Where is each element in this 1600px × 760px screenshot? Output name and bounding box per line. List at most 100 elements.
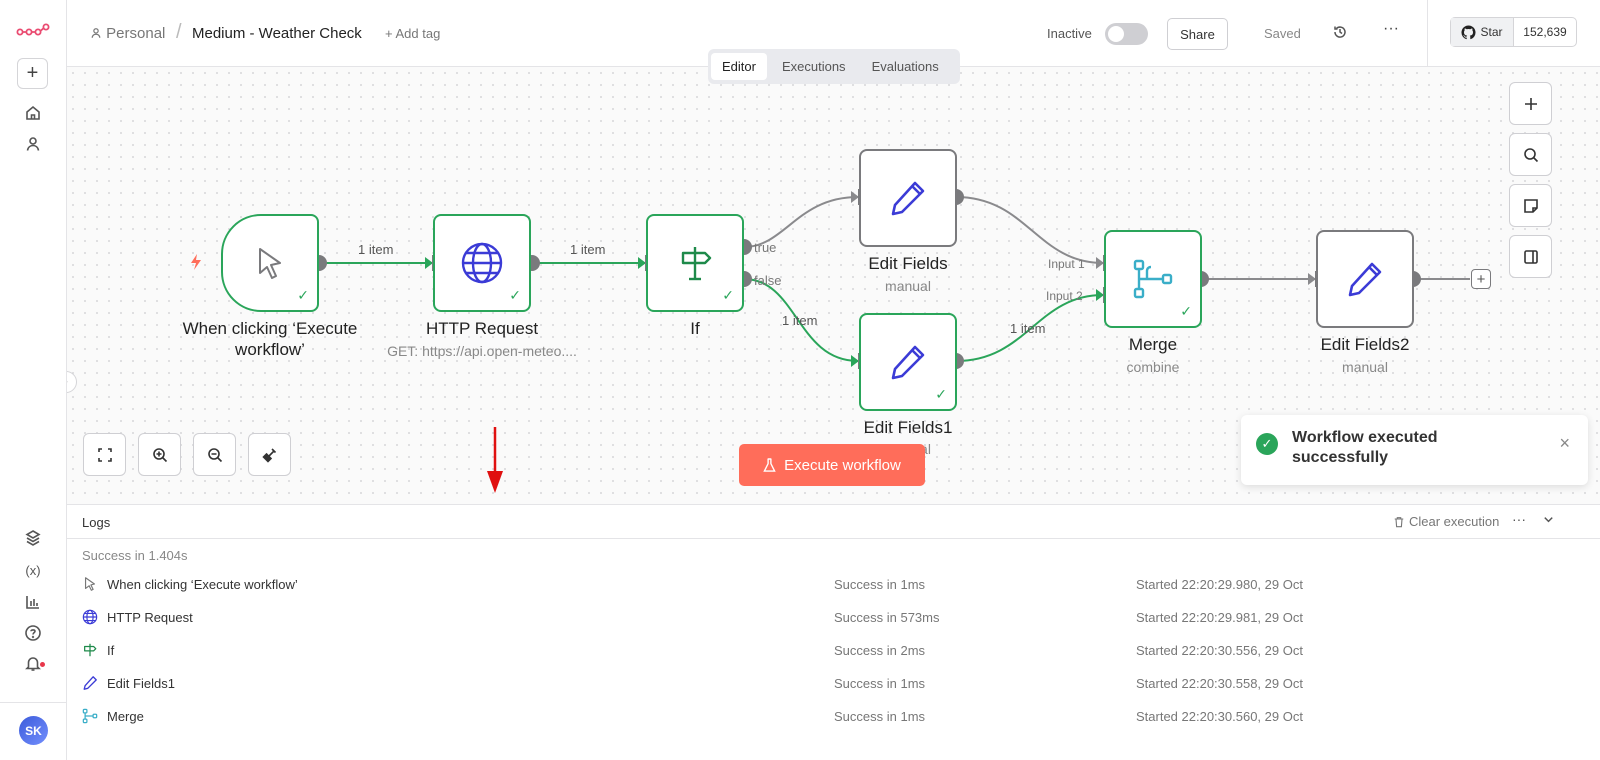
edge-label: 1 item: [570, 242, 606, 257]
tidy-up-button[interactable]: [248, 433, 291, 476]
log-started: Started 22:20:30.558, 29 Oct: [1136, 676, 1303, 691]
connection-editfields-merge: [955, 196, 1104, 264]
note-icon: [1523, 198, 1538, 213]
view-tabs: Editor Executions Evaluations: [708, 49, 960, 84]
breadcrumb-project[interactable]: Personal: [90, 25, 165, 42]
n8n-logo-icon[interactable]: [16, 18, 50, 44]
avatar[interactable]: SK: [19, 716, 48, 745]
tab-executions[interactable]: Executions: [781, 59, 846, 74]
bell-icon[interactable]: [20, 650, 46, 676]
node-http-request[interactable]: ✓: [433, 214, 531, 312]
clear-execution-label: Clear execution: [1409, 514, 1500, 529]
tab-editor[interactable]: Editor: [711, 53, 767, 80]
zoom-out-button[interactable]: [193, 433, 236, 476]
search-icon: [1523, 147, 1538, 162]
user-icon: [91, 28, 101, 38]
log-row[interactable]: Edit Fields1 Success in 1ms Started 22:2…: [67, 668, 1600, 701]
arrow-head: [851, 355, 859, 367]
sidebar-divider: [0, 702, 67, 703]
log-row[interactable]: Merge Success in 1ms Started 22:20:30.56…: [67, 701, 1600, 734]
arrow-head: [638, 257, 646, 269]
history-icon[interactable]: [1332, 24, 1348, 45]
github-star-count: 152,639: [1523, 25, 1567, 39]
log-started: Started 22:20:29.981, 29 Oct: [1136, 610, 1303, 625]
notification-dot: [40, 662, 45, 667]
edge-label: 1 item: [782, 313, 818, 328]
zoom-in-icon: [152, 447, 167, 462]
execution-summary: Success in 1.404s: [82, 548, 188, 563]
log-row[interactable]: HTTP Request Success in 573ms Started 22…: [67, 602, 1600, 635]
logs-more-button[interactable]: ···: [1512, 511, 1526, 527]
log-row[interactable]: If Success in 2ms Started 22:20:30.556, …: [67, 635, 1600, 668]
templates-icon[interactable]: [20, 525, 46, 551]
add-tag-link[interactable]: + Add tag: [385, 26, 441, 41]
github-icon: [1461, 24, 1477, 39]
github-star-widget[interactable]: Star 152,639: [1450, 17, 1577, 47]
share-button[interactable]: Share: [1167, 18, 1228, 50]
execute-workflow-button[interactable]: Execute workflow: [739, 444, 925, 486]
create-new-button[interactable]: +: [17, 58, 48, 89]
github-star-button[interactable]: Star: [1451, 18, 1514, 46]
workflow-canvas[interactable]: + 1 item 1 item true false 1 item 1 item…: [67, 67, 1600, 504]
toggle-panel-button[interactable]: [1509, 235, 1552, 278]
node-if-title: If: [690, 319, 700, 338]
pencil-icon: [861, 315, 955, 409]
node-if[interactable]: ✓: [646, 214, 744, 312]
node-edit-fields2[interactable]: [1316, 230, 1414, 328]
logs-title: Logs: [82, 515, 111, 530]
add-node-panel-button[interactable]: [1509, 82, 1552, 125]
broom-icon: [261, 447, 276, 463]
log-started: Started 22:20:30.556, 29 Oct: [1136, 643, 1303, 658]
chevron-down-icon[interactable]: [1542, 513, 1555, 531]
success-check-icon: ✓: [935, 386, 947, 402]
signpost-icon: [82, 642, 100, 660]
pencil-icon: [82, 675, 100, 693]
log-duration: Success in 1ms: [834, 709, 926, 724]
log-started: Started 22:20:30.560, 29 Oct: [1136, 709, 1303, 724]
node-merge-subtitle: combine: [1126, 359, 1180, 375]
more-options-button[interactable]: ···: [1383, 20, 1399, 37]
log-node-name: When clicking ‘Execute workflow’: [107, 577, 298, 592]
node-merge[interactable]: ✓: [1104, 230, 1202, 328]
user-icon[interactable]: [20, 131, 46, 157]
log-node-name: HTTP Request: [107, 610, 193, 625]
home-icon[interactable]: [20, 100, 46, 126]
node-http-subtitle: GET: https://api.open-meteo....: [387, 343, 577, 359]
node-edit-fields1-title: Edit Fields1: [863, 418, 953, 437]
edge-label: 1 item: [1010, 321, 1046, 336]
connection-if-false: [743, 278, 859, 362]
edge-label-true: true: [754, 240, 777, 255]
cursor-icon: [82, 576, 100, 594]
add-node-button[interactable]: +: [1471, 269, 1491, 289]
fit-view-button[interactable]: [83, 433, 126, 476]
insights-icon[interactable]: [20, 589, 46, 615]
saved-label: Saved: [1264, 26, 1301, 41]
breadcrumb-project-label: Personal: [106, 25, 166, 42]
workflow-name[interactable]: Medium - Weather Check: [192, 25, 362, 42]
logs-panel: Logs Clear execution ··· Success in 1.40…: [67, 504, 1600, 760]
clear-execution-button[interactable]: Clear execution: [1393, 514, 1499, 529]
node-merge-title: Merge: [1128, 335, 1178, 354]
success-check-icon: ✓: [722, 287, 734, 303]
success-toast: ✓ Workflow executed successfully ×: [1241, 415, 1588, 485]
zoom-in-button[interactable]: [138, 433, 181, 476]
cursor-icon: [223, 216, 317, 310]
active-toggle[interactable]: [1105, 23, 1148, 45]
search-nodes-button[interactable]: [1509, 133, 1552, 176]
tab-evaluations[interactable]: Evaluations: [871, 59, 939, 74]
node-edit-fields[interactable]: [859, 149, 957, 247]
logs-header: Logs Clear execution ···: [67, 505, 1600, 539]
log-row[interactable]: When clicking ‘Execute workflow’ Success…: [67, 569, 1600, 602]
variables-icon[interactable]: (x): [25, 562, 41, 578]
sticky-note-button[interactable]: [1509, 184, 1552, 227]
input-label-2: Input 2: [1046, 289, 1083, 303]
pencil-icon: [861, 151, 955, 245]
close-icon[interactable]: ×: [1559, 433, 1570, 453]
node-trigger[interactable]: ✓: [221, 214, 319, 312]
arrow-head: [851, 191, 859, 203]
log-duration: Success in 1ms: [834, 577, 926, 592]
breadcrumb-separator: /: [176, 21, 182, 43]
help-icon[interactable]: [20, 620, 46, 646]
fit-view-icon: [97, 447, 112, 462]
node-edit-fields1[interactable]: ✓: [859, 313, 957, 411]
